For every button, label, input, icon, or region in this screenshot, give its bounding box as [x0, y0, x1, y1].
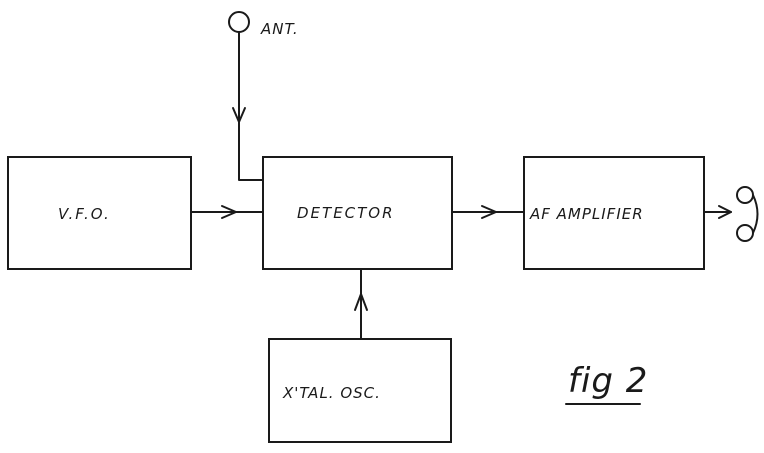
detector-label: DETECTOR: [297, 204, 395, 222]
vfo-to-detector-arrow: [221, 205, 237, 219]
antenna-feed-arrow: [232, 107, 246, 123]
antenna-terminal-icon: [228, 11, 250, 33]
antenna-label: ANT.: [260, 20, 299, 38]
detector-to-af-arrow: [481, 205, 497, 219]
figure-caption: fig 2: [568, 361, 648, 401]
xtal-to-detector-arrow: [354, 293, 368, 311]
headphones-icon: [736, 186, 759, 242]
af-to-headphones-arrow: [718, 205, 732, 219]
xtal-osc-label: X'TAL. OSC.: [282, 384, 381, 402]
af-amplifier-label: AF AMPLIFIER: [529, 205, 644, 223]
vfo-label: V.F.O.: [58, 205, 111, 223]
antenna-feed-line: [238, 31, 263, 181]
xtal-osc-block: [268, 338, 452, 443]
